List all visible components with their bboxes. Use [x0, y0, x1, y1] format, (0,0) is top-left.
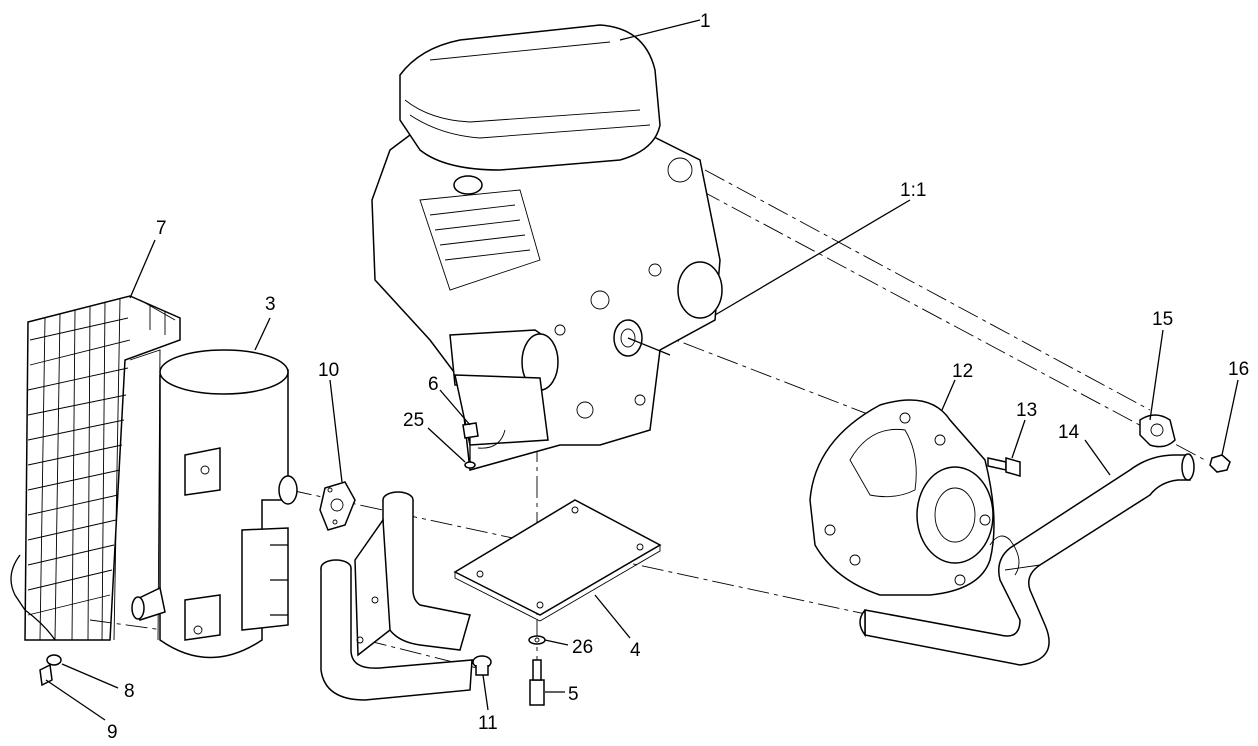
callout-16: 16	[1228, 359, 1249, 380]
hardware	[39, 635, 546, 706]
muffler-guard	[10, 295, 181, 641]
mounting-plate	[453, 499, 662, 622]
callout-26: 26	[572, 637, 593, 658]
engine	[371, 24, 723, 471]
callout-6: 6	[428, 374, 439, 395]
callout-25: 25	[403, 410, 424, 431]
callout-4: 4	[630, 640, 641, 661]
callout-1: 1	[700, 11, 711, 32]
muffler-gasket	[319, 481, 356, 531]
leader-lines	[45, 19, 1239, 721]
pipe-gasket	[1139, 414, 1176, 448]
callout-11: 11	[478, 713, 498, 734]
callout-15: 15	[1152, 309, 1173, 330]
callouts: 1 1:1 3 4 5 6 7 8 9 10 11 12 13 14 15 16…	[107, 11, 1249, 743]
callout-7: 7	[156, 218, 167, 239]
callout-13: 13	[1016, 400, 1037, 421]
adapter-bolt	[987, 457, 1021, 477]
exhaust-pipe	[859, 453, 1195, 666]
callout-8: 8	[124, 681, 135, 702]
fuel-fitting	[462, 422, 506, 469]
pipe-nut	[1209, 454, 1231, 473]
callout-3: 3	[265, 294, 276, 315]
muffler-bracket	[320, 491, 473, 701]
callout-12: 12	[952, 361, 973, 382]
callout-1-1: 1:1	[900, 180, 926, 201]
callout-14: 14	[1058, 422, 1080, 443]
exhaust-adapter	[809, 399, 995, 596]
callout-10: 10	[318, 360, 339, 381]
muffler	[131, 349, 298, 659]
callout-5: 5	[568, 684, 579, 705]
callout-9: 9	[107, 722, 118, 743]
